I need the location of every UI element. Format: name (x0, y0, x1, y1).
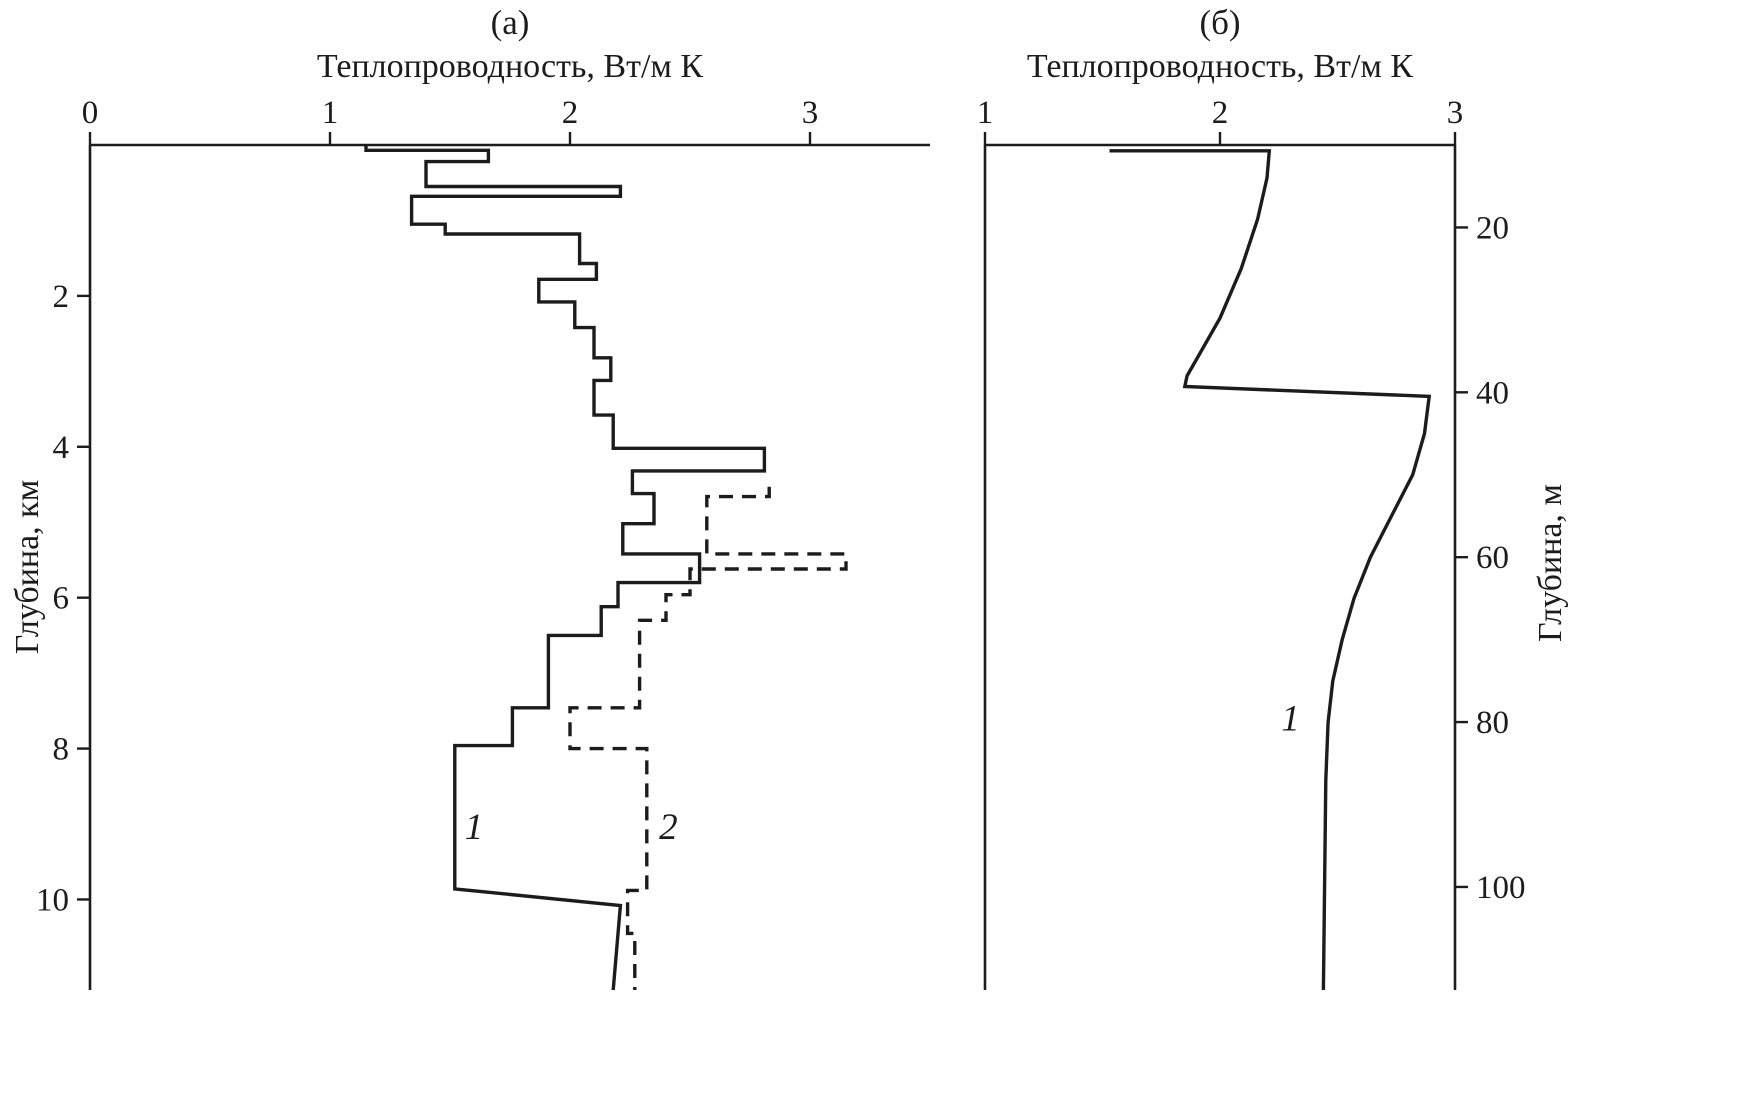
series-line-1 (1109, 149, 1432, 991)
series-label-2: 2 (659, 807, 678, 848)
y-tick-label: 80 (1476, 705, 1509, 741)
y-tick-label: 10 (36, 882, 69, 918)
x-tick-label: 2 (562, 95, 579, 131)
series-label-1: 1 (465, 807, 484, 848)
y-tick-label: 40 (1476, 375, 1509, 411)
series-label-1: 1 (1281, 698, 1300, 739)
x-tick-label: 0 (82, 95, 99, 131)
panel-a-yaxis-label: Глубина, км (9, 479, 46, 655)
y-tick-label: 4 (53, 430, 70, 466)
panel-a-xaxis-label: Теплопроводность, Вт/м К (316, 48, 704, 85)
series-line-1 (364, 145, 767, 991)
y-tick-label: 20 (1476, 210, 1509, 246)
y-tick-label: 100 (1476, 870, 1526, 906)
y-tick-label: 60 (1476, 540, 1509, 576)
x-tick-label: 3 (1447, 95, 1464, 131)
x-tick-label: 3 (802, 95, 819, 131)
y-tick-label: 6 (53, 581, 70, 617)
y-tick-label: 8 (53, 732, 70, 768)
series-line-2 (568, 486, 848, 990)
panel-b-xaxis-label: Теплопроводность, Вт/м К (1026, 48, 1414, 85)
panel-a-title: (а) (490, 3, 530, 42)
x-tick-label: 1 (322, 95, 339, 131)
panel-b-yaxis-label: Глубина, м (1532, 484, 1569, 642)
y-tick-label: 2 (53, 279, 70, 315)
x-tick-label: 2 (1212, 95, 1229, 131)
panel-b-title: (б) (1199, 3, 1241, 42)
x-tick-label: 1 (977, 95, 994, 131)
